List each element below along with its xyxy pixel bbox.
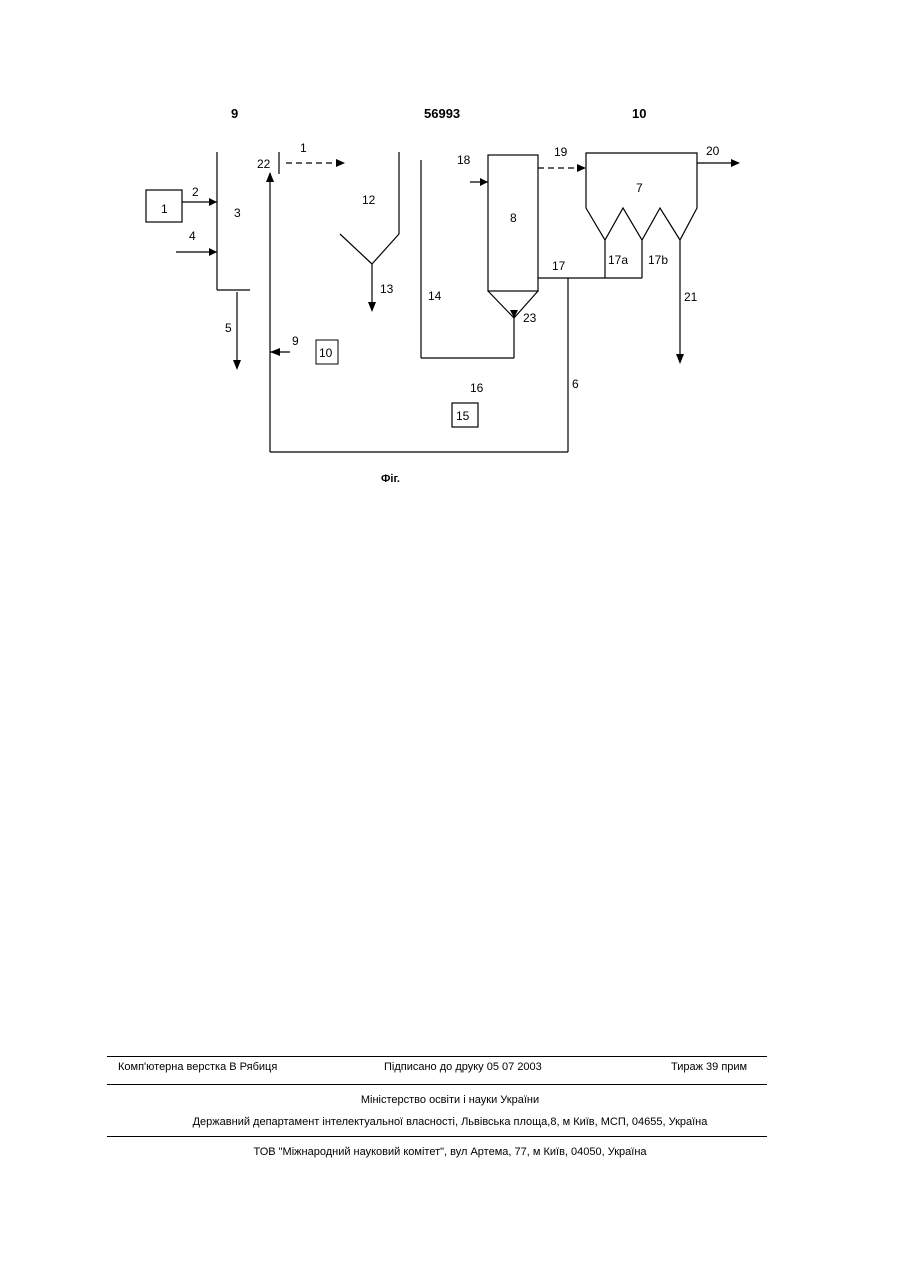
filter-7 bbox=[586, 153, 697, 240]
label-1-prime: 1 bbox=[300, 141, 307, 155]
label-19: 19 bbox=[554, 145, 568, 159]
label-17: 17 bbox=[552, 259, 566, 273]
label-16: 16 bbox=[470, 381, 484, 395]
label-12: 12 bbox=[362, 193, 376, 207]
label-17a: 17a bbox=[608, 253, 628, 267]
label-9: 9 bbox=[292, 334, 299, 348]
imprint-rule-middle bbox=[107, 1084, 767, 1085]
figure-caption: Фіг. bbox=[381, 473, 400, 485]
label-13: 13 bbox=[380, 282, 394, 296]
imprint-signed: Підписано до друку 05 07 2003 bbox=[384, 1061, 542, 1073]
label-5: 5 bbox=[225, 321, 232, 335]
label-23: 23 bbox=[523, 311, 537, 325]
label-2: 2 bbox=[192, 185, 199, 199]
label-21: 21 bbox=[684, 290, 698, 304]
label-14: 14 bbox=[428, 289, 442, 303]
label-6: 6 bbox=[572, 377, 579, 391]
label-18: 18 bbox=[457, 153, 471, 167]
label-4: 4 bbox=[189, 229, 196, 243]
imprint-typesetting: Комп'ютерна верстка В Рябиця bbox=[118, 1061, 277, 1073]
label-7: 7 bbox=[636, 181, 643, 195]
imprint-circulation: Тираж 39 прим bbox=[671, 1061, 747, 1073]
label-3: 3 bbox=[234, 206, 241, 220]
process-flow-diagram: 1 2 3 4 5 6 7 8 9 10 12 13 14 15 16 17 1… bbox=[0, 0, 900, 520]
imprint-department: Державний департамент інтелектуальної вл… bbox=[0, 1116, 900, 1128]
imprint-ministry: Міністерство освіти і науки України bbox=[0, 1094, 900, 1106]
imprint-rule-bottom bbox=[107, 1136, 767, 1137]
label-17b: 17b bbox=[648, 253, 668, 267]
imprint-rule-top bbox=[107, 1056, 767, 1057]
label-10: 10 bbox=[319, 346, 333, 360]
label-15: 15 bbox=[456, 409, 470, 423]
label-22: 22 bbox=[257, 157, 271, 171]
imprint-publisher: ТОВ "Міжнародний науковий комітет", вул … bbox=[0, 1146, 900, 1158]
label-1: 1 bbox=[161, 202, 168, 216]
label-8: 8 bbox=[510, 211, 517, 225]
label-20: 20 bbox=[706, 144, 720, 158]
